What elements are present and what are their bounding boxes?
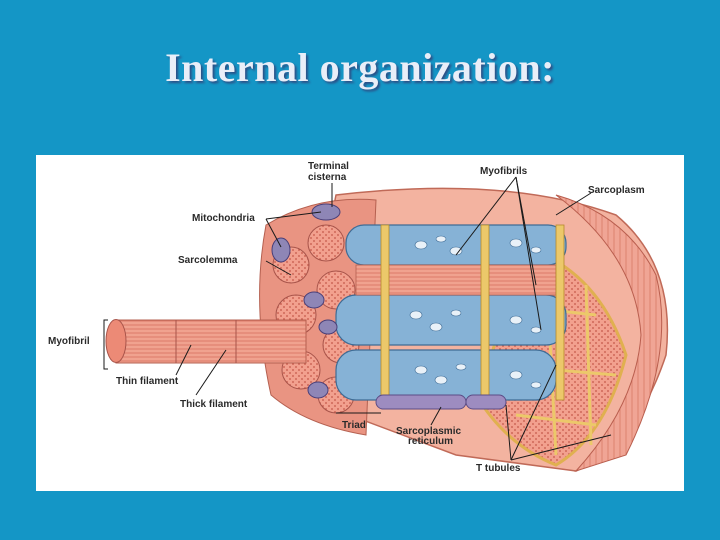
label-thin-filament: Thin filament [116, 376, 179, 387]
label-myofibril: Myofibril [48, 336, 90, 347]
label-triad: Triad [342, 420, 366, 431]
figure-panel: Terminal cisterna Myofibrils Sarcoplasm … [36, 155, 684, 491]
sarcoplasmic-reticulum-network [335, 224, 567, 410]
label-sarcoplasmic-reticulum-2: reticulum [408, 436, 453, 447]
projecting-myofibril [105, 319, 307, 364]
label-sarcoplasmic-reticulum-1: Sarcoplasmic [396, 426, 461, 437]
label-t-tubules: T tubules [476, 463, 521, 474]
label-terminal-cisterna-2: cisterna [308, 172, 347, 183]
label-sarcolemma: Sarcolemma [178, 255, 238, 266]
mitochondria-group [271, 203, 341, 399]
label-thick-filament: Thick filament [180, 399, 248, 410]
slide-title: Internal organization: [165, 45, 555, 90]
label-terminal-cisterna-1: Terminal [308, 161, 349, 172]
label-sarcoplasm: Sarcoplasm [588, 185, 645, 196]
muscle-fiber-diagram: Terminal cisterna Myofibrils Sarcoplasm … [48, 161, 669, 474]
leader-lines [103, 176, 612, 461]
label-mitochondria: Mitochondria [192, 213, 255, 224]
label-myofibrils: Myofibrils [480, 166, 528, 177]
